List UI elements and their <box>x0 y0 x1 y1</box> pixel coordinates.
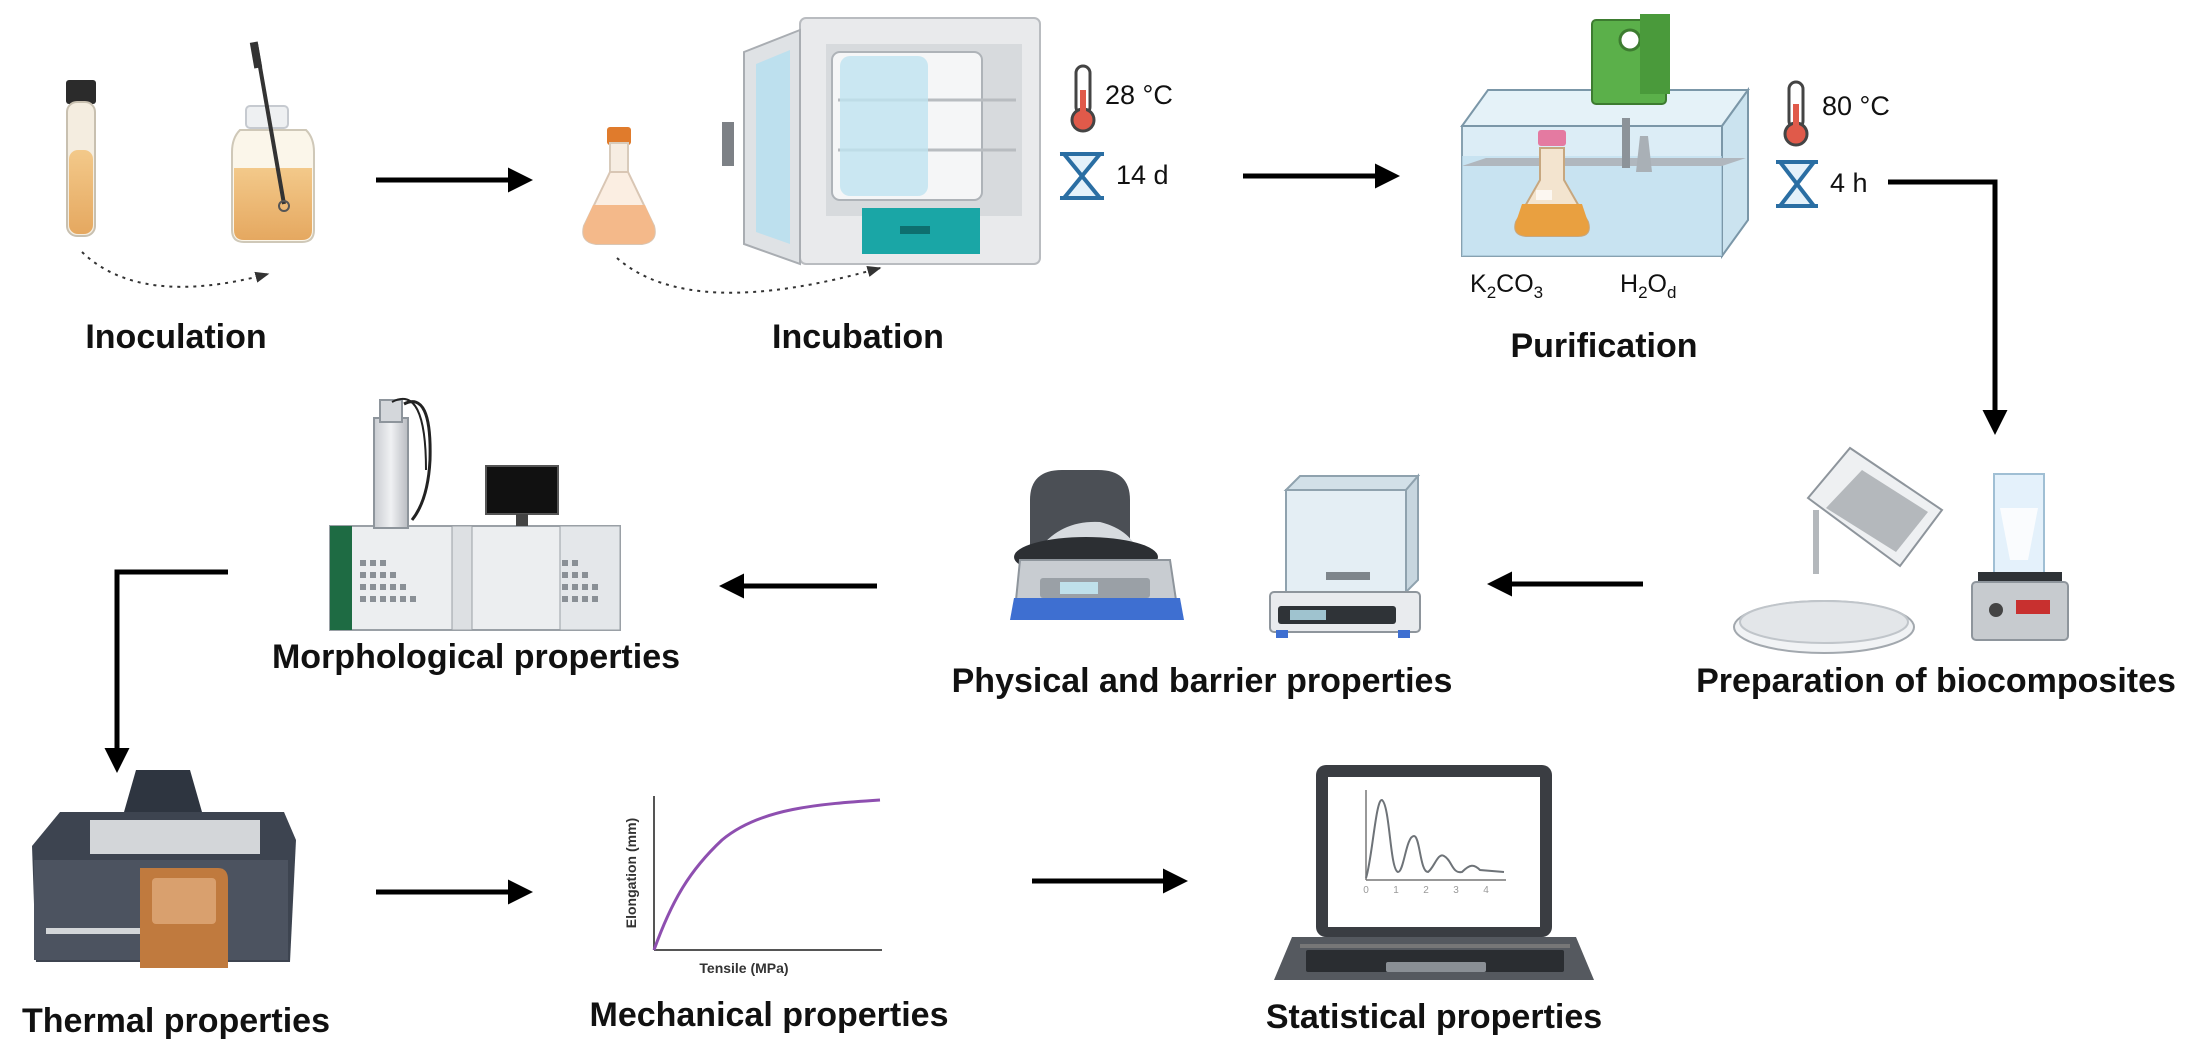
label-preparation-of-biocomposites: Preparation of biocomposites <box>1696 662 2176 700</box>
reagent-h2od: H2Od <box>1620 270 1677 302</box>
mech-ylabel: Elongation (mm) <box>623 818 639 928</box>
water-bath-icon <box>1460 14 1750 260</box>
laptop-tick-0: 0 <box>1363 885 1369 896</box>
laptop-tick-3: 3 <box>1453 885 1459 896</box>
incubator-icon <box>722 17 1041 266</box>
hourglass-icon <box>1775 160 1819 208</box>
thermometer-icon <box>1783 80 1809 147</box>
tube-icon <box>66 80 96 237</box>
mech-curve <box>652 798 881 951</box>
thermometer-icon <box>1070 64 1096 133</box>
reagent-k2co3: K2CO3 <box>1470 270 1544 302</box>
laptop-icon: 0 1 2 3 4 <box>1274 765 1594 980</box>
label-incubation: Incubation <box>772 318 944 356</box>
microscope-icon <box>329 397 621 631</box>
flask-icon <box>582 127 656 245</box>
laptop-tick-1: 1 <box>1393 885 1399 896</box>
arrow-purification-preparation <box>1888 179 2008 435</box>
flow-arrows <box>104 163 2008 905</box>
purification-time: 4 h <box>1830 168 1868 198</box>
label-physical-and-barrier-properties: Physical and barrier properties <box>951 662 1453 700</box>
label-mechanical-properties: Mechanical properties <box>589 996 949 1034</box>
bottle-icon <box>231 41 315 243</box>
arrow-morphological-thermal <box>104 569 228 773</box>
transfer-path-incubation <box>616 257 882 294</box>
hourglass-icon <box>1059 152 1105 200</box>
mech-xlabel: Tensile (MPa) <box>699 960 788 976</box>
label-statistical-properties: Statistical properties <box>1265 998 1603 1036</box>
incubation-temperature: 28 °C <box>1105 80 1173 110</box>
laptop-plot: 0 1 2 3 4 <box>1363 790 1506 896</box>
petri-dish-icon <box>1733 600 1915 654</box>
beaker-icon <box>1806 446 1944 574</box>
laptop-tick-2: 2 <box>1423 885 1429 896</box>
laptop-tick-4: 4 <box>1483 885 1489 896</box>
mechanical-plot: Elongation (mm) Tensile (MPa) <box>623 796 882 976</box>
label-thermal-properties: Thermal properties <box>22 1002 330 1040</box>
label-purification: Purification <box>1510 327 1698 365</box>
transfer-path-inoculation <box>81 251 270 288</box>
stirrer-icon <box>1971 473 2069 641</box>
label-morphological-properties: Morphological properties <box>271 638 681 676</box>
balance-icon <box>1269 473 1421 638</box>
label-inoculation: Inoculation <box>85 318 267 356</box>
incubation-time: 14 d <box>1116 160 1169 190</box>
moisture-analyzer-icon <box>1010 470 1184 620</box>
purification-temperature: 80 °C <box>1822 91 1890 121</box>
thermal-analyzer-icon <box>32 770 296 968</box>
